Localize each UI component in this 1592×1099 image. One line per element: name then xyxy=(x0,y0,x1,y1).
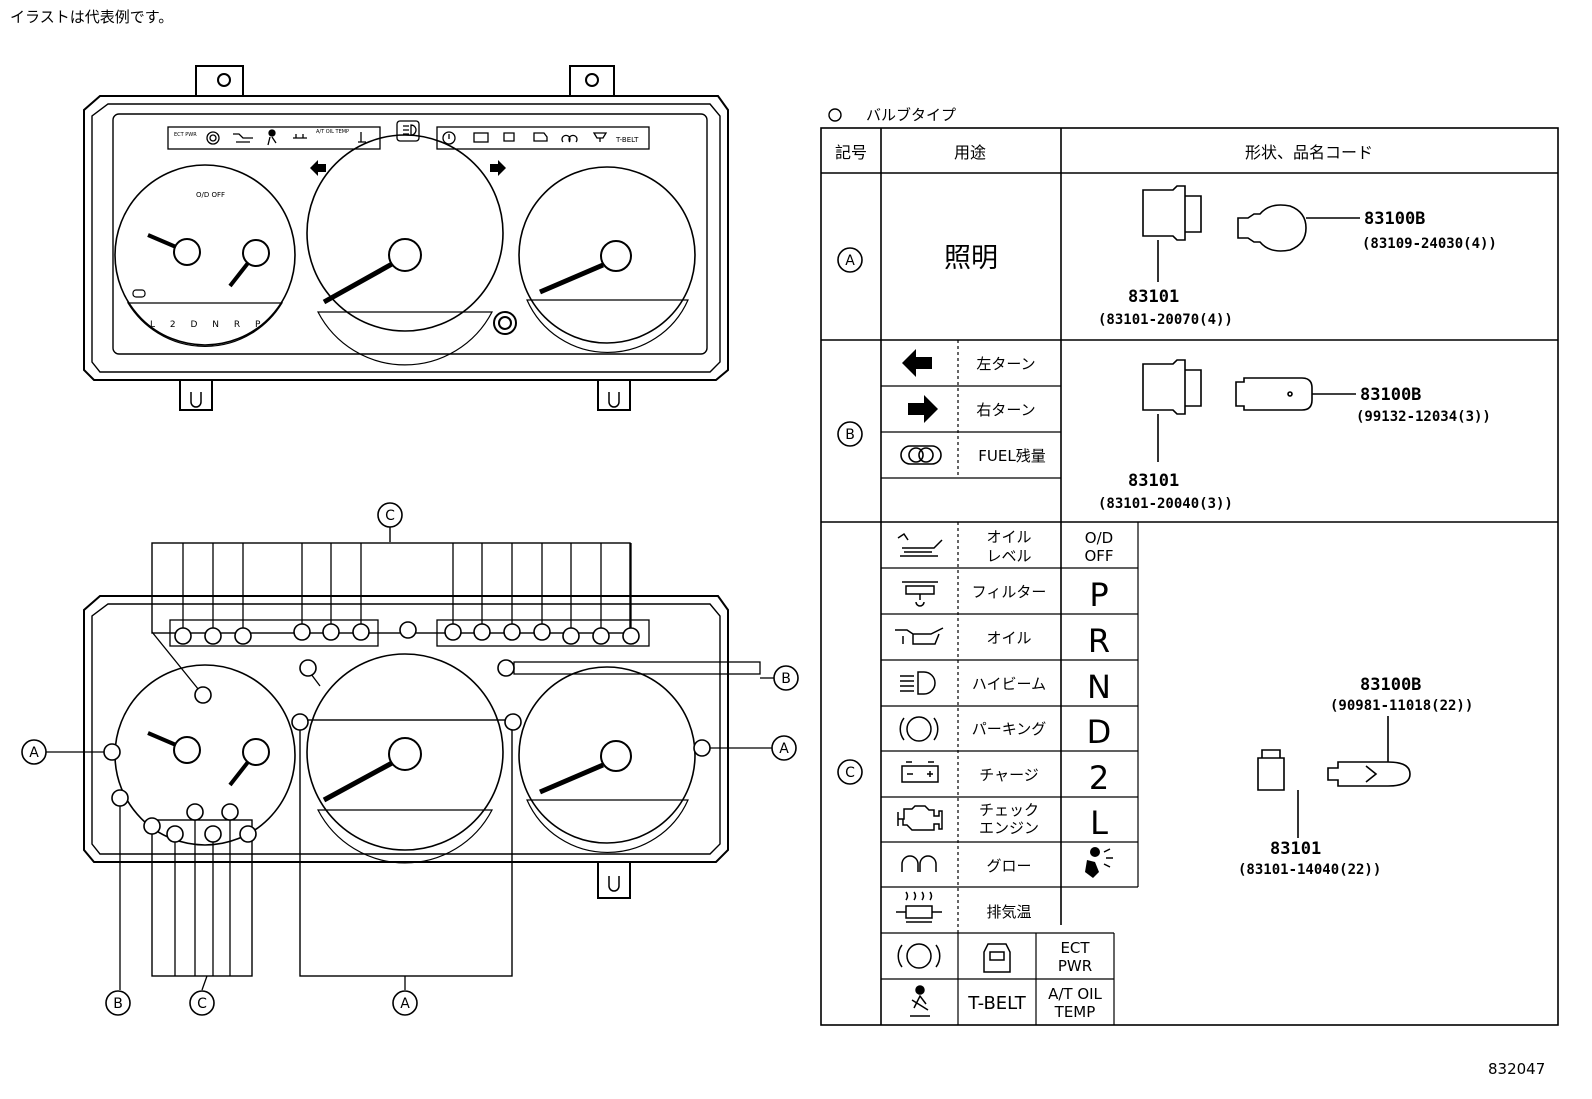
row-c-letter-d: D xyxy=(1087,713,1112,751)
tbelt-label: T-BELT xyxy=(615,136,639,144)
exhaust-temp-icon xyxy=(896,891,942,923)
left-turn-arrow-icon xyxy=(902,349,932,377)
row-c-use-high-beam: ハイビーム xyxy=(972,675,1046,693)
abs-icon xyxy=(897,943,941,969)
illustration-note: イラストは代表例です。 xyxy=(10,8,174,26)
row-a-bulb-code: 83100B xyxy=(1364,209,1425,229)
fuel-level-icon xyxy=(900,445,942,465)
row-c-symbol: C xyxy=(845,765,855,781)
right-turn-arrow-icon xyxy=(908,395,938,423)
callout-a-left: A xyxy=(29,745,39,761)
row-b-use-left-turn: 左ターン xyxy=(976,355,1035,373)
extra-tbelt: T-BELT xyxy=(967,993,1026,1014)
ect-pwr-label: ECT PWR xyxy=(174,132,197,138)
row-a-socket-sub: (83101-20070(4)) xyxy=(1098,312,1233,328)
row-c-letter-2: 2 xyxy=(1089,759,1109,797)
row-c-socket-sub: (83101-14040(22)) xyxy=(1238,862,1381,878)
extra-at-oil-2: TEMP xyxy=(1054,1003,1096,1021)
row-b-bulb-sub: (99132-12034(3)) xyxy=(1356,409,1491,425)
bulb-type-table: バルブタイプ xyxy=(820,106,1559,1026)
row-a-socket-code: 83101 xyxy=(1128,287,1179,307)
row-b-bulb-code: 83100B xyxy=(1360,385,1421,405)
row-c-use-oil-level-1: オイル xyxy=(986,528,1031,546)
row-a-bulb-sub: (83109-24030(4)) xyxy=(1362,236,1497,252)
row-b-socket-code: 83101 xyxy=(1128,471,1179,491)
table-legend: バルブタイプ xyxy=(866,106,956,124)
row-c-use-oil-level-2: レベル xyxy=(986,547,1031,565)
at-oil-temp-label: A/T OIL TEMP xyxy=(316,129,349,135)
parking-brake-icon xyxy=(899,716,939,742)
oil-level-icon xyxy=(897,532,943,557)
row-a-symbol: A xyxy=(845,253,855,269)
oil-filter-icon xyxy=(902,581,938,607)
callout-c-top: C xyxy=(385,508,395,524)
right-arrow-icon xyxy=(490,160,506,176)
row-c-use-parking: パーキング xyxy=(972,720,1047,738)
row-c-use-oil: オイル xyxy=(986,629,1031,647)
row-c-socket-code: 83101 xyxy=(1270,839,1321,859)
row-c-use-glow: グロー xyxy=(986,857,1031,875)
row-c-letter-n: N xyxy=(1087,668,1111,706)
row-b-symbol: B xyxy=(845,427,855,443)
high-beam-icon xyxy=(900,671,936,695)
shift-position-label: L 2 D N R P xyxy=(150,320,266,330)
row-c-use-check-engine-2: エンジン xyxy=(979,819,1039,837)
seatbelt-icon xyxy=(910,985,930,1017)
battery-icon xyxy=(901,761,939,783)
callout-b-bottom: B xyxy=(113,996,123,1012)
header-symbol: 記号 xyxy=(835,143,867,162)
row-c-letter-od-1: O/D xyxy=(1085,529,1113,547)
cluster-front-view: ECT PWR A/T OIL TEMP T-BELT O/D OFF L 2 … xyxy=(83,65,729,411)
row-c-use-charge: チャージ xyxy=(979,766,1039,784)
airbag-icon xyxy=(1085,847,1113,878)
cluster-rear-view: C B A A B C A xyxy=(21,502,799,1016)
header-shape: 形状、品名コード xyxy=(1245,143,1373,162)
glow-plug-icon xyxy=(901,855,937,872)
row-c-bulb-code: 83100B xyxy=(1360,675,1421,695)
row-c-letter-od-2: OFF xyxy=(1084,547,1113,565)
extra-ect-2: PWR xyxy=(1058,957,1092,975)
row-c-bulb-sub: (90981-11018(22)) xyxy=(1330,698,1473,714)
row-c-letter-p: P xyxy=(1089,576,1108,614)
row-c-letter-l: L xyxy=(1090,804,1108,842)
row-c-letter-r: R xyxy=(1088,622,1110,660)
callout-b-right: B xyxy=(781,671,791,687)
extra-ect-1: ECT xyxy=(1060,939,1090,957)
row-b-use-right-turn: 右ターン xyxy=(976,401,1035,419)
left-arrow-icon xyxy=(310,160,326,176)
od-off-label: O/D OFF xyxy=(196,191,225,199)
row-b-use-fuel: FUEL残量 xyxy=(978,447,1045,465)
callout-c-bottom: C xyxy=(197,996,207,1012)
callout-a-right: A xyxy=(779,741,789,757)
check-engine-icon xyxy=(897,805,943,831)
row-a-use: 照明 xyxy=(944,243,998,274)
row-c-use-check-engine-1: チェック xyxy=(979,801,1039,819)
figure-number: 832047 xyxy=(1488,1060,1546,1078)
extra-at-oil-1: A/T OIL xyxy=(1048,985,1102,1003)
door-ajar-icon xyxy=(983,943,1011,973)
row-c-use-exhaust-temp: 排気温 xyxy=(986,903,1031,921)
oil-pressure-icon xyxy=(895,627,944,645)
callout-a-bottom: A xyxy=(400,996,410,1012)
row-b-socket-sub: (83101-20040(3)) xyxy=(1098,496,1233,512)
header-use: 用途 xyxy=(954,143,986,162)
row-c-use-filter: フィルター xyxy=(972,583,1047,601)
